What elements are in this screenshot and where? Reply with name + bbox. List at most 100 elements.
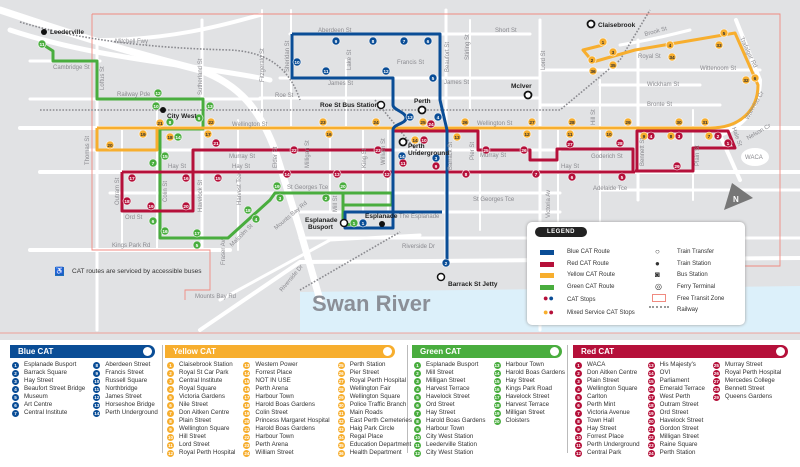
red-cat-stop[interactable]: 7 [531,169,541,179]
green-cat-stop[interactable]: 14 [173,132,183,142]
yellow-cat-stop[interactable]: 27 [527,117,537,127]
red-cat-stop[interactable]: 20 [181,201,191,211]
yellow-cat-stop[interactable]: 11 [565,129,575,139]
blue-cat-stop[interactable]: 5 [428,73,438,83]
yellow-cat-stop[interactable]: 33 [714,40,724,50]
yellow-cat-stop[interactable]: 6 [750,73,760,83]
red-cat-stop[interactable]: 11 [398,158,408,168]
red-cat-stop[interactable]: 3 [674,131,684,141]
blue-cat-stop[interactable]: 11 [321,66,331,76]
stop-number-badge: 14 [647,369,655,377]
red-cat-stop[interactable]: 13 [332,169,342,179]
yellow-cat-stop[interactable]: 23 [318,117,328,127]
yellow-cat-stop[interactable]: 31 [700,117,710,127]
red-cat-stop[interactable]: 25 [481,145,491,155]
yellow-cat-stop[interactable]: 36 [588,66,598,76]
red-cat-stop[interactable]: 26 [519,145,529,155]
yellow-cat-stop[interactable]: 19 [138,129,148,139]
red-cat-stop[interactable]: 19 [146,201,156,211]
yellow-cat-stop[interactable]: 28 [567,117,577,127]
green-cat-stop[interactable]: 1 [349,218,359,228]
blue-cat-stop[interactable]: 12 [381,66,391,76]
yellow-cat-stop[interactable]: 1 [598,37,608,47]
yellow-cat-stop[interactable]: 14 [410,135,420,145]
red-cat-stop[interactable]: 21 [211,138,221,148]
yellow-cat-stop[interactable]: 35 [608,60,618,70]
green-cat-stop[interactable]: 17 [192,228,202,238]
blue-cat-stop[interactable]: 6 [423,36,433,46]
green-cat-stop[interactable]: 15 [160,151,170,161]
yellow-cat-stop[interactable]: 2 [587,55,597,65]
green-cat-stop[interactable]: 9 [194,113,204,123]
blue-cat-stop[interactable]: 2 [441,258,451,268]
red-cat-stop[interactable]: 17 [127,173,137,183]
green-cat-stop[interactable]: 18 [243,205,253,215]
red-cat-stop[interactable]: 24 [426,119,436,129]
blue-cat-stop[interactable]: 10 [292,57,302,67]
red-cat-stop[interactable]: 14 [282,169,292,179]
green-cat-stop[interactable]: 4 [251,214,261,224]
yellow-cat-stop[interactable]: 25 [418,117,428,127]
yellow-cat-stop[interactable]: 22 [206,117,216,127]
blue-cat-stop[interactable]: 7 [399,36,409,46]
yellow-cat-stop[interactable]: 18 [165,132,175,142]
red-cat-stop[interactable]: 12 [382,169,392,179]
red-cat-stop[interactable]: 1 [723,138,733,148]
blue-cat-stop[interactable]: 4 [433,112,443,122]
yellow-cat-stop[interactable]: 30 [674,117,684,127]
green-cat-stop[interactable]: 8 [165,117,175,127]
red-cat-stop[interactable]: 2 [713,131,723,141]
green-cat-stop[interactable]: 11 [37,39,47,49]
red-cat-stop[interactable]: 9 [431,161,441,171]
yellow-cat-stop[interactable]: 29 [623,117,633,127]
yellow-cat-stop[interactable]: 17 [203,129,213,139]
yellow-cat-stop[interactable]: 21 [155,118,165,128]
green-cat-stop[interactable]: 3 [275,193,285,203]
blue-cat-stop[interactable]: 8 [368,36,378,46]
blue-cat-stop[interactable]: 1 [358,218,368,228]
red-cat-stop[interactable]: 6 [567,172,577,182]
red-cat-stop[interactable]: 22 [289,145,299,155]
green-cat-stop[interactable]: 6 [148,216,158,226]
blue-cat-stop[interactable]: 13 [405,112,415,122]
yellow-cat-stop[interactable]: 24 [371,117,381,127]
green-cat-stop[interactable]: 7 [148,158,158,168]
red-cat-stop[interactable]: 15 [213,173,223,183]
blue-cat-stop[interactable]: 14 [397,151,407,161]
green-cat-stop[interactable]: 10 [151,101,161,111]
yellow-cat-stop[interactable]: 16 [324,129,334,139]
blue-cat-stop[interactable]: 9 [331,36,341,46]
red-cat-stop[interactable]: 27 [565,139,575,149]
yellow-cat-stop[interactable]: 12 [522,129,532,139]
green-cat-stop[interactable]: 12 [153,88,163,98]
green-cat-stop[interactable]: 13 [205,101,215,111]
red-cat-stop[interactable]: 29 [672,161,682,171]
stop-name: Perth Underground [105,409,158,416]
green-cat-stop[interactable]: 19 [272,181,282,191]
yellow-cat-stop[interactable]: 10 [604,129,614,139]
red-cat-stop[interactable]: 18 [122,196,132,206]
green-cat-stop[interactable]: 5 [192,240,202,250]
red-cat-stop[interactable]: 4 [646,131,656,141]
yellow-cat-stop[interactable]: 9 [639,131,649,141]
red-cat-stop[interactable]: 28 [615,138,625,148]
green-cat-stop[interactable]: 2 [321,193,331,203]
red-cat-stop[interactable]: 10 [419,135,429,145]
yellow-cat-stop[interactable]: 13 [452,132,462,142]
yellow-cat-stop[interactable]: 7 [704,131,714,141]
yellow-cat-stop[interactable]: 34 [667,52,677,62]
red-cat-stop[interactable]: 5 [617,172,627,182]
yellow-cat-stop[interactable]: 8 [666,131,676,141]
yellow-cat-stop[interactable]: 3 [608,47,618,57]
green-cat-stop[interactable]: 20 [338,181,348,191]
yellow-cat-stop[interactable]: 4 [665,40,675,50]
yellow-cat-stop[interactable]: 20 [105,140,115,150]
yellow-cat-stop[interactable]: 26 [460,117,470,127]
red-cat-stop[interactable]: 8 [461,169,471,179]
red-cat-stop[interactable]: 16 [181,173,191,183]
green-cat-stop[interactable]: 16 [160,226,170,236]
stop-number: 9 [335,39,338,45]
yellow-cat-stop[interactable]: 32 [741,75,751,85]
yellow-cat-stop[interactable]: 5 [719,28,729,38]
red-cat-stop[interactable]: 23 [373,145,383,155]
